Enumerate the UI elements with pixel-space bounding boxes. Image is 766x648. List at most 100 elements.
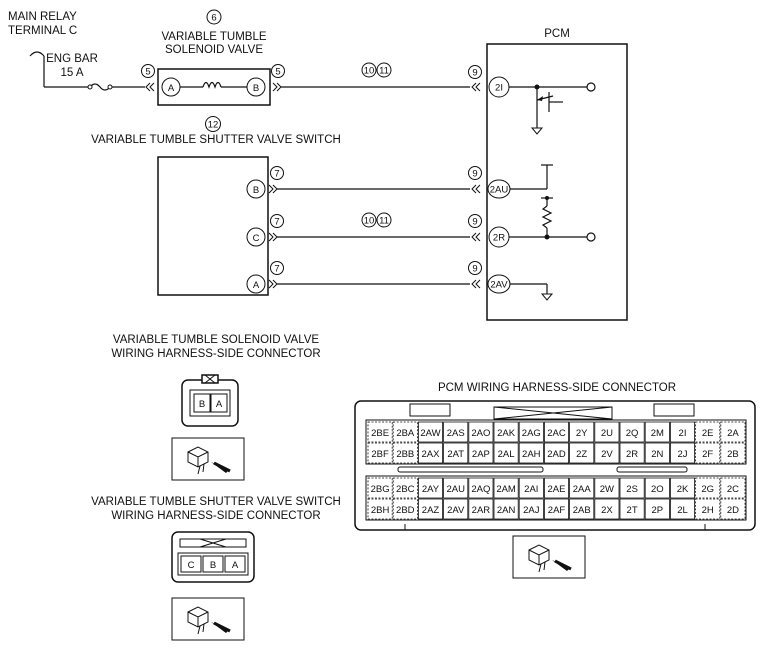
pcm-connector-cell-label: 2M [651, 428, 664, 439]
pcm-connector-cell-label: 2X [601, 505, 613, 516]
pcm-connector-cell [518, 498, 544, 520]
pcm-connector-cell-label: 2AJ [523, 505, 540, 516]
circled-number-7: 7 [270, 261, 284, 275]
pcm-connector-cell [493, 498, 519, 520]
pcm-connector-cell [644, 498, 670, 520]
pcm-connector-cell-label: 2T [627, 505, 638, 516]
pcm-connector-cell-label: 2AF [548, 505, 566, 516]
pcm-connector-cell-label: 2BB [396, 449, 414, 460]
pcm-connector-cell-label: 2AN [497, 505, 516, 516]
pcm-connector-cell-label: 2W [600, 484, 614, 495]
main-relay-terminal-symbol [29, 51, 45, 57]
ground-icon [540, 293, 554, 301]
pcm-connector-cell-label: 2AL [498, 449, 515, 460]
eng-bar-label-line1: ENG BAR [46, 53, 98, 65]
pcm-connector-cell [720, 477, 746, 499]
solenoid-connector-label-line1: VARIABLE TUMBLE SOLENOID VALVE [113, 334, 320, 346]
svg-text:2AU: 2AU [490, 185, 509, 196]
svg-text:10: 10 [364, 66, 375, 77]
pcm-connector-cell-label: 2AI [524, 484, 538, 495]
svg-text:A: A [253, 280, 260, 291]
pcm-connector-cell-label: 2AO [471, 428, 490, 439]
circled-number-11: 11 [376, 62, 392, 78]
pcm-connector-cell-label: 2AR [472, 505, 491, 516]
pcm-connector-cell-label: 2O [651, 484, 664, 495]
circled-number-7: 7 [270, 166, 284, 180]
pcm-connector-cell-label: 2D [727, 505, 739, 516]
svg-text:A: A [216, 399, 223, 410]
pcm-connector-cell [468, 477, 494, 499]
svg-text:9: 9 [472, 217, 477, 228]
pcm-connector-cell [644, 442, 670, 464]
pcm-connector-cell [367, 498, 393, 520]
pcm-connector-cell [670, 442, 696, 464]
pcm-connector-cell [619, 477, 645, 499]
coil-icon [202, 81, 222, 89]
pcm-connector-cell [392, 442, 418, 464]
pcm-connector-cell [569, 477, 595, 499]
pcm-connector-cell-label: 2B [727, 449, 739, 460]
pcm-connector-cell [670, 498, 696, 520]
pcm-connector-cell [417, 498, 443, 520]
pcm-connector-cell [417, 421, 443, 443]
pcm-connector-cell [670, 477, 696, 499]
svg-text:A: A [232, 560, 239, 571]
circled-number-9: 9 [468, 65, 482, 79]
pcm-connector-cell [493, 421, 519, 443]
pcm-connector-cell-label: 2Q [626, 428, 639, 439]
pcm-connector-cell-label: 2BD [396, 505, 415, 516]
main-relay-label-line2: TERMINAL C [8, 25, 77, 37]
pcm-connector-cell [695, 498, 721, 520]
svg-text:C: C [253, 233, 260, 244]
solenoid-connector-label-line2: WIRING HARNESS-SIDE CONNECTOR [111, 348, 320, 360]
pcm-connector-cell [644, 477, 670, 499]
pcm-connector-cell [720, 442, 746, 464]
shutter-switch-label: VARIABLE TUMBLE SHUTTER VALVE SWITCH [91, 134, 341, 146]
switch-pin-c: C [246, 227, 266, 247]
pcm-connector-cell [417, 442, 443, 464]
connector-view-icon [171, 437, 245, 481]
pcm-connector-cell-label: 2AP [472, 449, 490, 460]
pcm-connector-cell [392, 477, 418, 499]
pcm-connector-cell [392, 421, 418, 443]
pcm-connector-cell [468, 421, 494, 443]
resistor-icon [541, 205, 553, 229]
pcm-connector-cell-label: 2BH [371, 505, 390, 516]
shutter-connector-label-line2: WIRING HARNESS-SIDE CONNECTOR [111, 510, 320, 522]
pcm-connector-cell-label: 2S [626, 484, 638, 495]
svg-text:5: 5 [145, 67, 150, 78]
pcm-connector-cell-label: 2BG [371, 484, 390, 495]
pcm-connector-cell [619, 442, 645, 464]
pcm-connector-cell-label: 2BE [371, 428, 389, 439]
connector-chevron [268, 232, 278, 242]
pcm-connector-cell [518, 442, 544, 464]
pcm-connector-cell-label: 2C [727, 484, 739, 495]
pcm-connector-cell-label: 2G [701, 484, 714, 495]
connector-chevron [145, 82, 155, 92]
svg-text:B: B [210, 560, 216, 571]
pcm-connector-cell-label: 2AT [447, 449, 464, 460]
svg-text:9: 9 [472, 169, 477, 180]
pcm-connector-cell-label: 2J [677, 449, 687, 460]
circled-number-5: 5 [141, 64, 155, 78]
pcm-connector-cell [720, 498, 746, 520]
solenoid-valve-box [157, 68, 271, 106]
pcm-connector-cell-label: 2Y [576, 428, 588, 439]
pcm-connector-cell [594, 477, 620, 499]
pcm-connector-cell [594, 442, 620, 464]
pcm-connector-cell-label: 2AH [522, 449, 541, 460]
pcm-connector-cell [468, 498, 494, 520]
pcm-connector-cell-label: 2AM [496, 484, 516, 495]
pcm-connector-cell [544, 498, 570, 520]
pcm-connector-cell [518, 477, 544, 499]
pcm-connector-cell [493, 442, 519, 464]
shutter-switch-box [157, 156, 269, 296]
pcm-connector-cell-label: 2AB [573, 505, 591, 516]
svg-text:7: 7 [274, 264, 279, 275]
pcm-connector-cell [468, 442, 494, 464]
pcm-connector-cell-label: 2P [651, 505, 663, 516]
connector-chevron [272, 82, 282, 92]
pcm-connector-cell-label: 2AE [548, 484, 566, 495]
pcm-connector-cell [392, 498, 418, 520]
